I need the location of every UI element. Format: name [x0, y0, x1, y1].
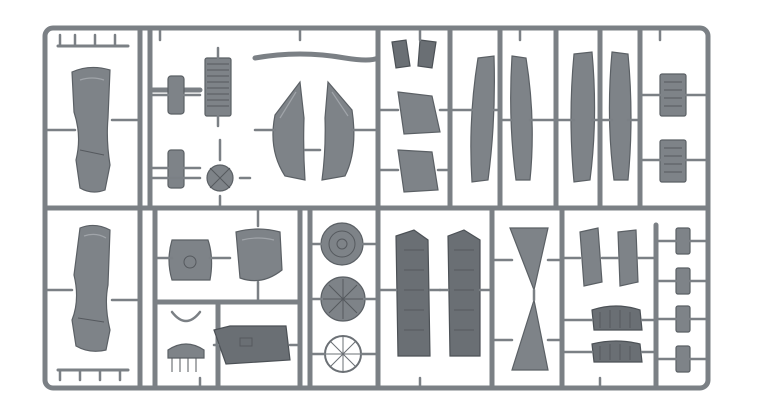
- wheel-middle: [308, 276, 380, 322]
- side-panels-column: [148, 75, 202, 189]
- small-panels-right-top: [638, 73, 710, 183]
- bottom-right-panels: [560, 227, 658, 287]
- long-panel-1: [448, 55, 502, 183]
- fan-hub: [148, 138, 252, 210]
- frame-gates: [158, 26, 662, 390]
- small-parts-top-left: [56, 33, 130, 382]
- small-parts-column-3: [376, 39, 452, 193]
- floor-half-left: [376, 229, 442, 357]
- canopy-half-left: [253, 80, 322, 181]
- canopy-half-right: [321, 80, 380, 181]
- radiator-grill: [204, 46, 232, 128]
- intake-duct-upper: [43, 66, 142, 193]
- armor-plate: [235, 206, 283, 304]
- long-panel-4: [598, 51, 642, 181]
- seat-part: [153, 239, 232, 281]
- wheel-lower: [308, 335, 380, 373]
- small-tabs-right-column: [654, 227, 710, 373]
- long-panel-3: [554, 51, 602, 183]
- wheel-upper: [308, 222, 380, 266]
- exhaust-parts: [560, 305, 658, 363]
- intake-duct-lower: [43, 224, 142, 352]
- long-panel-2: [498, 55, 558, 181]
- cockpit-tub: [212, 325, 302, 365]
- floor-half-right: [438, 229, 494, 357]
- small-arch-parts: [167, 310, 205, 372]
- tail-fin-pair: [490, 227, 564, 371]
- sprue-frame: [42, 25, 711, 391]
